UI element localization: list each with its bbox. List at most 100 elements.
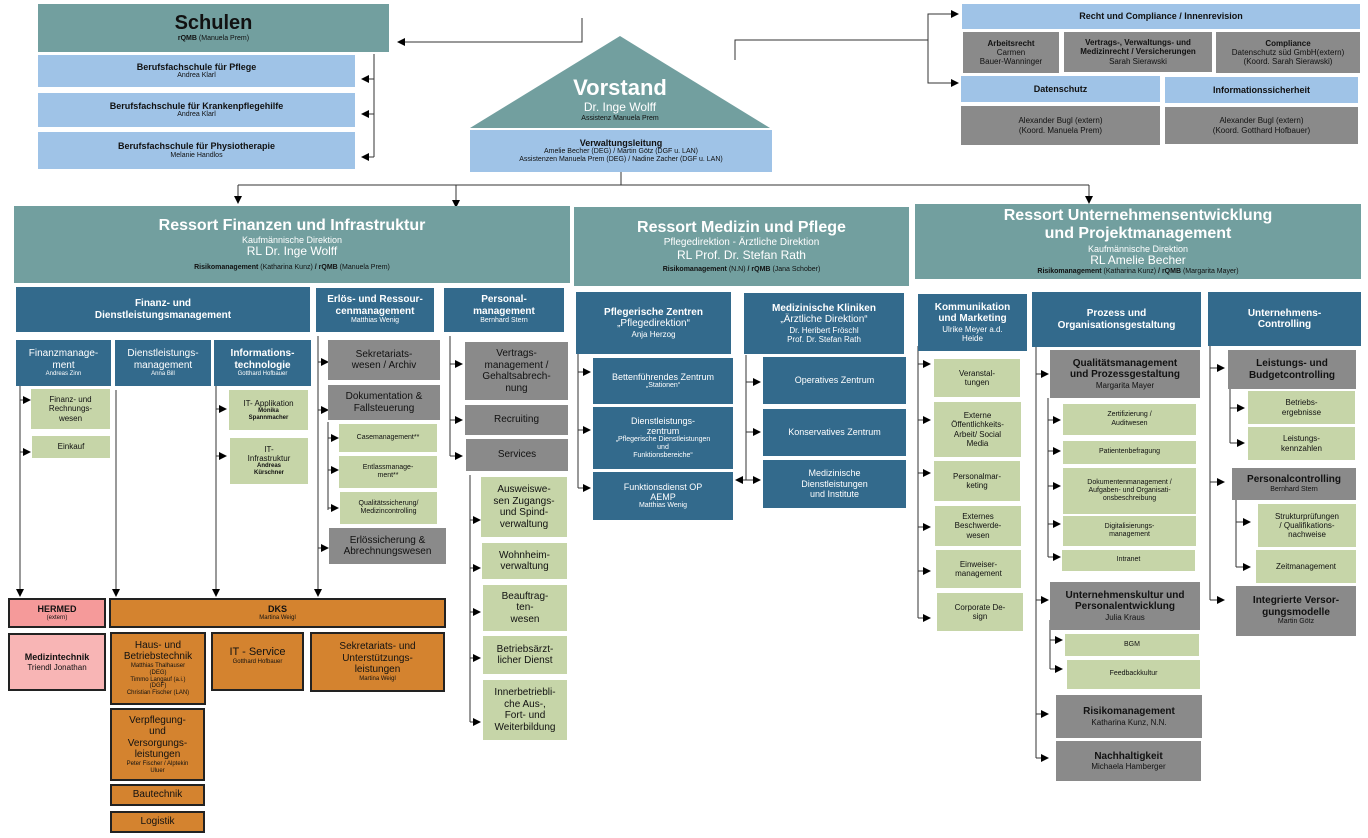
dks[interactable]: DKS Martina Weigl	[109, 598, 446, 628]
wohnheimverwaltung[interactable]: Wohnheim- verwaltung	[482, 543, 567, 579]
schulen-header[interactable]: Schulen rQMB (Manuela Prem)	[38, 4, 389, 52]
sekretariatswesen-archiv[interactable]: Sekretariats- wesen / Archiv	[328, 340, 440, 380]
finanz-rechnungswesen[interactable]: Finanz- und Rechnungs- wesen	[31, 389, 110, 429]
schule-title: Berufsfachschule für Pflege	[136, 61, 257, 72]
zeitmanagement[interactable]: Zeitmanagement	[1256, 550, 1356, 583]
integrierte-versorgungsmodelle[interactable]: Integrierte Versor- gungsmodelle Martin …	[1236, 586, 1356, 636]
kommunikation-marketing[interactable]: Kommunikation und Marketing Ulrike Meyer…	[918, 294, 1027, 351]
erloessicherung-abrechnung[interactable]: Erlössicherung & Abrechnungswesen	[329, 528, 446, 564]
rqmb-label: rQMB	[318, 264, 338, 272]
qualitaetsmanagement[interactable]: Qualitätsmanagement und Prozessgestaltun…	[1050, 350, 1200, 398]
unit-title: Personalentwicklung	[1074, 601, 1176, 613]
konservatives-zentrum[interactable]: Konservatives Zentrum	[763, 409, 906, 456]
digitalisierungsmanagement[interactable]: Digitalisierungs- management	[1063, 516, 1196, 546]
einweisermanagement[interactable]: Einweiser- management	[936, 550, 1021, 588]
patientenbefragung[interactable]: Patientenbefragung	[1063, 441, 1196, 464]
ressort-finanzen-header[interactable]: Ressort Finanzen und Infrastruktur Kaufm…	[14, 206, 570, 283]
externe-oeffentlichkeitsarbeit[interactable]: Externe Öffentlichkeits- Arbeit/ Social …	[934, 402, 1021, 457]
dienstleistungsmanagement[interactable]: Dienstleistungs- management Anna Bill	[115, 340, 211, 386]
informationstechnologie[interactable]: Informations- technologie Gotthard Hofba…	[214, 340, 311, 386]
corporate-design[interactable]: Corporate De- sign	[937, 593, 1023, 631]
casemanagement[interactable]: Casemanagement**	[339, 424, 437, 452]
infosec-header[interactable]: Informationssicherheit	[1165, 77, 1358, 103]
haus-betriebstechnik[interactable]: Haus- und Betriebstechnik Matthias Thalh…	[110, 632, 206, 705]
prozess-organisation[interactable]: Prozess und Organisationsgestaltung	[1032, 292, 1201, 347]
personalmarketing[interactable]: Personalmar- keting	[934, 461, 1020, 501]
dienstleistungszentrum[interactable]: Dienstleistungs- zentrum „Pflegerische D…	[593, 407, 733, 469]
schule-krankenpflegehilfe[interactable]: Berufsfachschule für Krankenpflegehilfe …	[38, 93, 355, 127]
qualitaetssicherung[interactable]: Qualitätssicherung/ Medizincontrolling	[340, 492, 437, 524]
ausweiswesen[interactable]: Ausweiswe- sen Zugangs- und Spind- verwa…	[481, 477, 567, 537]
team-title: Innerbetriebli-	[494, 687, 556, 698]
operatives-zentrum[interactable]: Operatives Zentrum	[763, 357, 906, 404]
medizintechnik[interactable]: Medizintechnik Triendl Jonathan	[8, 633, 106, 691]
arbeitsrecht[interactable]: Arbeitsrecht Carmen Bauer-Wanninger	[963, 32, 1059, 73]
vorstand[interactable]: Vorstand Dr. Inge Wolff Assistenz Manuel…	[520, 72, 720, 126]
finanzmanagement[interactable]: Finanzmanage- ment Andreas Zinn	[16, 340, 111, 386]
ressort-medizin-header[interactable]: Ressort Medizin und Pflege Pflegedirekti…	[574, 207, 909, 286]
betriebsergebnisse[interactable]: Betriebs- ergebnisse	[1248, 391, 1355, 424]
externes-beschwerdewesen[interactable]: Externes Beschwerde- wesen	[935, 506, 1021, 546]
team-title: Rechnungs-	[48, 404, 93, 414]
nachhaltigkeit[interactable]: Nachhaltigkeit Michaela Hamberger	[1056, 741, 1201, 781]
dept-finanz-dienstleistung[interactable]: Finanz- und Dienstleistungsmanagement	[16, 287, 310, 332]
einkauf[interactable]: Einkauf	[32, 436, 110, 458]
innerbetriebliche-weiterbildung[interactable]: Innerbetriebli- che Aus-, Fort- und Weit…	[483, 680, 567, 740]
datenschutz-box[interactable]: Alexander Bugl (extern) (Koord. Manuela …	[961, 106, 1160, 145]
schule-pflege[interactable]: Berufsfachschule für Pflege Andrea Klarl	[38, 55, 355, 87]
vertragsmanagement-gehalt[interactable]: Vertrags- management / Gehaltsabrech- nu…	[465, 342, 568, 400]
schule-physiotherapie[interactable]: Berufsfachschule für Physiotherapie Mela…	[38, 132, 355, 169]
hermed[interactable]: HERMED (extern)	[8, 598, 106, 628]
unternehmens-controlling[interactable]: Unternehmens- Controlling	[1208, 292, 1361, 346]
unit-title: AEMP	[650, 491, 676, 502]
pflegerische-zentren[interactable]: Pflegerische Zentren „Pflegedirektion“ A…	[576, 292, 731, 354]
dept-personal[interactable]: Personal- management Bernhard Stern	[444, 288, 564, 332]
verwaltungsleitung[interactable]: Verwaltungsleitung Amelie Becher (DEG) /…	[470, 130, 772, 172]
rqmb-label: rQMB	[751, 266, 771, 274]
entlassmanagement[interactable]: Entlassmanage- ment**	[339, 456, 437, 488]
dept-erloes[interactable]: Erlös- und Ressour- cenmanagement Matthi…	[316, 288, 434, 332]
intranet[interactable]: Intranet	[1062, 550, 1195, 571]
compliance[interactable]: Compliance Datenschutz süd GmbH(extern) …	[1216, 32, 1360, 73]
unternehmenskultur[interactable]: Unternehmenskultur und Personalentwicklu…	[1050, 582, 1200, 630]
risikomanagement[interactable]: Risikomanagement Katharina Kunz, N.N.	[1056, 695, 1202, 738]
logistik[interactable]: Logistik	[110, 811, 205, 833]
medizinische-dienstleistungen[interactable]: Medizinische Dienstleistungen und Instit…	[763, 460, 906, 508]
recht-compliance-header[interactable]: Recht und Compliance / Innenrevision	[962, 4, 1360, 29]
recruiting[interactable]: Recruiting	[465, 405, 568, 435]
ressort-ue-header[interactable]: Ressort Unternehmensentwicklung und Proj…	[915, 204, 1361, 279]
sekretariats-unterstuetzung[interactable]: Sekretariats- und Unterstützungs- leistu…	[310, 632, 445, 692]
beauftragtenwesen[interactable]: Beauftrag- ten- wesen	[483, 585, 567, 631]
vertragsrecht[interactable]: Vertrags-, Verwaltungs- und Medizinrecht…	[1064, 32, 1212, 72]
datenschutz-header[interactable]: Datenschutz	[961, 76, 1160, 102]
services[interactable]: Services	[466, 439, 568, 471]
it-applikation[interactable]: IT- Applikation Monika Spannmacher	[229, 390, 308, 430]
verpflegung-versorgung[interactable]: Verpflegung- und Versorgungs- leistungen…	[110, 708, 205, 781]
unit-title: Betriebstechnik	[123, 651, 193, 663]
bettenfuehrendes-zentrum[interactable]: Bettenführendes Zentrum „Stationen“	[593, 358, 733, 404]
unit-person: Andreas Zinn	[45, 371, 82, 378]
leistungskennzahlen[interactable]: Leistungs- kennzahlen	[1248, 427, 1355, 460]
it-infrastruktur[interactable]: IT- Infrastruktur Andreas Kürschner	[230, 438, 308, 484]
dept-title: Medizinische Kliniken	[772, 302, 876, 314]
leistungs-budgetcontrolling[interactable]: Leistungs- und Budgetcontrolling	[1228, 350, 1356, 389]
dept-title: und Marketing	[938, 313, 1007, 325]
ressort-title: und Projektmanagement	[1044, 225, 1232, 243]
funktionsdienst-op[interactable]: Funktionsdienst OP AEMP Matthias Wenig	[593, 472, 733, 520]
personalcontrolling[interactable]: Personalcontrolling Bernhard Stern	[1232, 468, 1356, 500]
dokumentenmanagement[interactable]: Dokumentenmanagement / Aufgaben- und Org…	[1063, 468, 1196, 514]
team-title: IT-	[264, 444, 274, 454]
betriebsaerztlicher-dienst[interactable]: Betriebsärzt- licher Dienst	[483, 636, 567, 674]
zertifizierung-auditwesen[interactable]: Zertifizierung / Auditwesen	[1063, 404, 1196, 435]
medizinische-kliniken[interactable]: Medizinische Kliniken „Ärztliche Direkti…	[744, 293, 904, 354]
infosec-box[interactable]: Alexander Bugl (extern) (Koord. Gotthard…	[1165, 107, 1358, 144]
dokumentation-fallsteuerung[interactable]: Dokumentation & Fallsteuerung	[328, 385, 440, 420]
strukturpruefungen[interactable]: Strukturprüfungen / Qualifikations- nach…	[1258, 504, 1356, 547]
schule-person: Melanie Handlos	[170, 151, 223, 159]
team-title: Aufgaben- und Organisati-	[1088, 486, 1171, 494]
veranstaltungen[interactable]: Veranstal- tungen	[934, 359, 1020, 397]
bautechnik[interactable]: Bautechnik	[110, 784, 205, 806]
feedbackkultur[interactable]: Feedbackkultur	[1067, 660, 1200, 689]
it-service[interactable]: IT - Service Gotthard Hofbauer	[211, 632, 304, 691]
bgm[interactable]: BGM	[1065, 634, 1199, 656]
